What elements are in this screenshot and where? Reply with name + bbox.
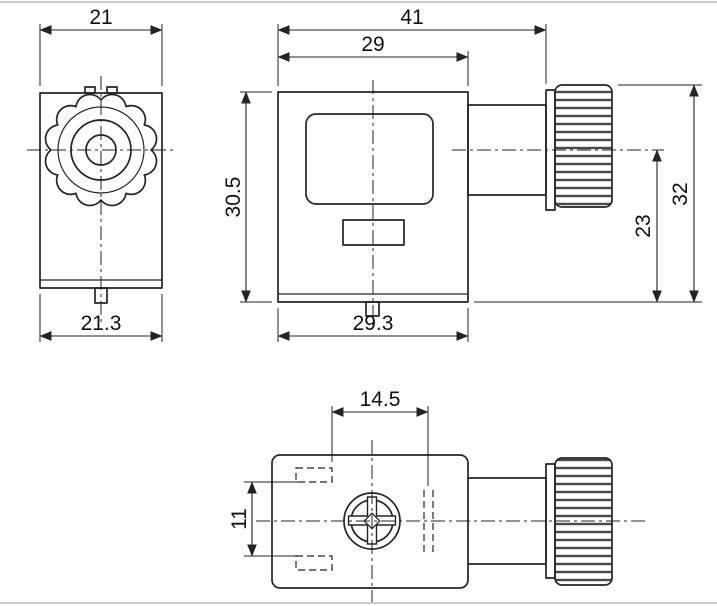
dim-side-overall-height: 32 xyxy=(669,182,692,205)
plan-slot-spacing-dimension: 11 xyxy=(228,481,298,557)
side-gland-nut xyxy=(554,84,613,208)
front-top-tab-left xyxy=(84,86,96,94)
dim-side-center-to-base: 23 xyxy=(632,214,655,237)
side-body-width-dimension: 29 xyxy=(277,33,469,86)
front-view: 21 21.3 xyxy=(27,6,175,342)
dim-side-body-height: 30.5 xyxy=(222,177,245,218)
bottom-view: 14.5 11 xyxy=(228,388,648,602)
dim-front-bottom-width: 21.3 xyxy=(81,312,122,335)
side-center-to-base-dimension: 23 xyxy=(474,149,702,303)
front-knurled-ring xyxy=(44,93,158,207)
dim-front-top-width: 21 xyxy=(89,6,112,29)
plan-hidden-slot-bottom xyxy=(295,555,333,571)
side-overall-height-dimension: 32 xyxy=(618,84,702,303)
side-label-window xyxy=(305,113,434,205)
side-bottom-width-dimension: 29.3 xyxy=(277,308,469,342)
side-view: 41 29 30.5 29.3 23 xyxy=(222,6,702,342)
plan-screw-center-square xyxy=(363,512,381,530)
dim-side-overall-width: 41 xyxy=(400,6,423,29)
dim-plan-slot-spacing: 11 xyxy=(228,508,251,530)
side-overall-width-dimension: 41 xyxy=(277,6,547,86)
dim-side-bottom-width: 29.3 xyxy=(353,312,394,335)
front-bottom-width-dimension: 21.3 xyxy=(39,294,163,342)
plan-contact-spacing-dimension: 14.5 xyxy=(331,388,429,486)
front-top-width-dimension: 21 xyxy=(39,6,163,86)
plan-hidden-slot-top xyxy=(295,467,333,483)
side-screw-slot xyxy=(342,219,405,246)
side-body-height-dimension: 30.5 xyxy=(222,91,272,303)
front-top-tab-right xyxy=(106,86,118,94)
dim-side-body-width: 29 xyxy=(361,33,384,56)
dim-plan-contact-spacing: 14.5 xyxy=(360,388,401,411)
